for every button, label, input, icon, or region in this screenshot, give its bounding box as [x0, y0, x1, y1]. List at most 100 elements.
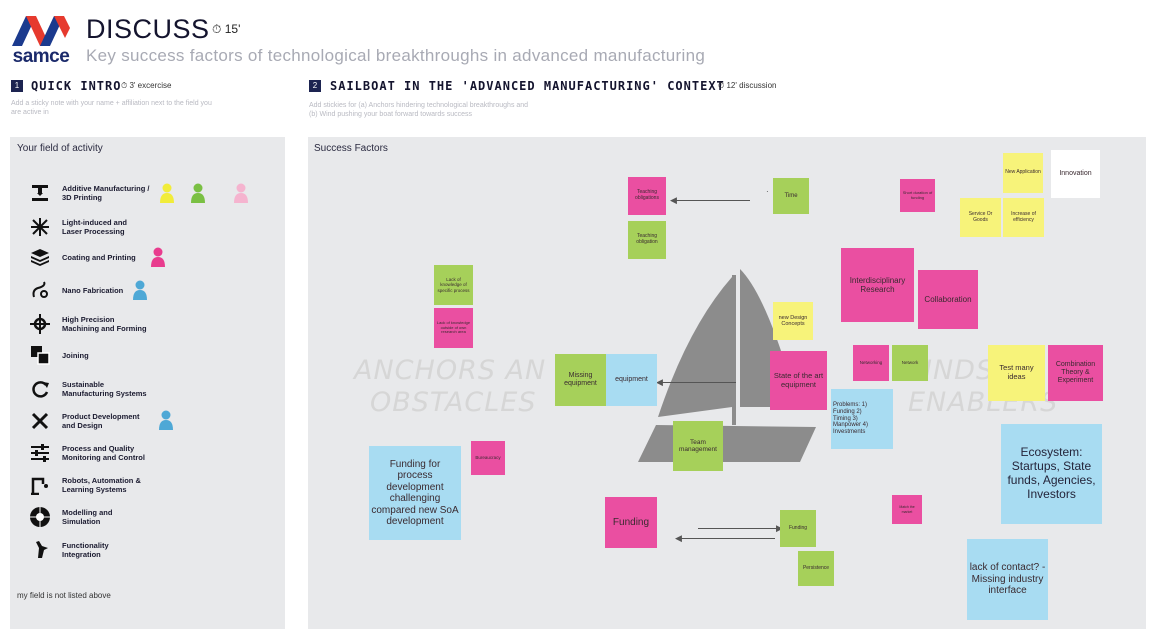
field-row-additive[interactable]: Additive Manufacturing /3D Printing: [28, 179, 278, 207]
note-networking[interactable]: Networking: [853, 345, 889, 381]
note-state-of-art-equipment[interactable]: State of the art equipment: [770, 351, 827, 410]
obstacles-watermark: OBSTACLES: [370, 387, 537, 418]
step-2-number: 2: [309, 80, 321, 92]
logo-text: samce: [12, 46, 70, 67]
note-lack-knowledge-process[interactable]: Lack of knowledge of specific process: [434, 265, 473, 305]
note-interdisciplinary-research[interactable]: Interdisciplinary Research: [841, 248, 914, 322]
person-marker-blue[interactable]: [133, 280, 147, 300]
note-new-design-concepts[interactable]: new Design Concepts: [773, 302, 813, 340]
note-lack-of-contact[interactable]: lack of contact? - Missing industry inte…: [967, 539, 1048, 620]
crosshair-icon: [28, 312, 52, 336]
field-label-2: Integration: [62, 550, 101, 559]
field-label-1: Product Development: [62, 412, 140, 421]
field-label-1: Light-induced and: [62, 218, 127, 227]
step-2-hint: Add stickies for (a) Anchors hindering t…: [309, 101, 629, 119]
globe-icon: [28, 505, 52, 529]
note-test-many-ideas[interactable]: Test many ideas: [988, 345, 1045, 401]
timer-icon: ⏱: [212, 22, 222, 36]
note-collaboration[interactable]: Collaboration: [918, 270, 978, 329]
person-marker-blue[interactable]: [159, 410, 173, 430]
note-funding-process-development[interactable]: Funding for process development challeng…: [369, 446, 461, 540]
field-label-2: and Design: [62, 421, 103, 430]
field-not-listed[interactable]: my field is not listed above: [17, 591, 111, 600]
field-label-2: 3D Printing: [62, 193, 103, 202]
person-marker-green[interactable]: [191, 183, 205, 203]
winds-watermark: INDS: [924, 355, 995, 386]
note-time[interactable]: Time: [773, 178, 809, 214]
arrow-head-left-icon: ◀: [670, 195, 677, 205]
timer-icon: ⏱: [718, 81, 725, 90]
tools-icon: [28, 409, 52, 433]
field-label-2: Manufacturing Systems: [62, 389, 147, 398]
3d-printer-icon: [28, 181, 52, 205]
arrow-line: [680, 538, 775, 539]
samce-logo: samce: [10, 12, 72, 70]
note-funding-big[interactable]: Funding: [605, 497, 657, 548]
arrow-head-left-icon: ◀: [675, 533, 682, 543]
note-increase-efficiency[interactable]: Increase of efficiency: [1003, 198, 1044, 237]
field-label-2: Monitoring and Control: [62, 453, 145, 462]
nano-icon: [28, 278, 52, 302]
step-2-hint-line2: (b) Wind pushing your boat forward towar…: [309, 111, 473, 118]
note-new-application[interactable]: New Application: [1003, 153, 1043, 193]
title-timer: ⏱ 15': [212, 22, 240, 37]
logo-mark-icon: [12, 16, 70, 46]
arrow-head-right-icon: ▶: [776, 523, 783, 534]
field-row-robots[interactable]: Robots, Automation &Learning Systems: [28, 471, 278, 499]
field-label-2: Simulation: [62, 517, 101, 526]
panel-title: Your field of activity: [17, 143, 103, 154]
note-teaching-obligations[interactable]: Teaching obligations: [628, 177, 666, 215]
robot-arm-icon: [28, 473, 52, 497]
sliders-icon: [28, 441, 52, 465]
note-funding-small[interactable]: Funding: [780, 510, 816, 547]
note-team-management[interactable]: Team management: [673, 421, 723, 471]
field-row-coating[interactable]: Coating and Printing: [28, 243, 278, 271]
note-service-goods[interactable]: Service Or Goods: [960, 198, 1001, 237]
success-factors-board: Success Factors ANCHORS AN OBSTACLES IND…: [308, 137, 1146, 629]
note-bureaucracy[interactable]: Bureaucracy: [471, 441, 505, 475]
note-match-market[interactable]: Match the market: [892, 495, 922, 524]
board-title: Success Factors: [314, 143, 388, 154]
laser-icon: [28, 215, 52, 239]
note-problems-list[interactable]: Problems: 1) Funding 2) Timing 3) Manpow…: [831, 389, 893, 449]
step-1-number: 1: [11, 80, 23, 92]
step-2-timer-value: 12' discussion: [726, 81, 777, 90]
field-label-1: Joining: [62, 350, 89, 360]
dot-marker: ·: [766, 187, 769, 196]
step-1-timer: ⏱ 3' excercise: [121, 81, 171, 91]
step-2-timer: ⏱ 12' discussion: [718, 81, 776, 91]
field-row-nano[interactable]: Nano Fabrication: [28, 276, 278, 304]
anchors-watermark: ANCHORS AN: [354, 355, 547, 386]
step-1-hint: Add a sticky note with your name + affil…: [11, 99, 271, 117]
step-1-hint-line1: Add a sticky note with your name + affil…: [11, 100, 212, 107]
note-teaching-obligation[interactable]: Teaching obligation: [628, 221, 666, 259]
field-label-2: Machining and Forming: [62, 324, 147, 333]
note-ecosystem[interactable]: Ecosystem: Startups, State funds, Agenci…: [1001, 424, 1102, 524]
field-label-1: Robots, Automation &: [62, 476, 141, 485]
note-short-duration-funding[interactable]: Short duration of funding: [900, 179, 935, 212]
note-missing-equipment[interactable]: Missing equipment: [555, 354, 606, 406]
field-label-1: Modelling and: [62, 508, 113, 517]
note-equipment[interactable]: equipment: [606, 354, 657, 406]
person-marker-light-pink[interactable]: [234, 183, 248, 203]
note-combination-theory[interactable]: Combination Theory & Experiment: [1048, 345, 1103, 401]
field-label-1: Coating and Printing: [62, 252, 136, 262]
arrow-line: [675, 200, 750, 201]
field-label-2: Laser Processing: [62, 227, 125, 236]
note-lack-knowledge-outside[interactable]: Lack of knowledge outside of own researc…: [434, 308, 473, 348]
person-marker-pink[interactable]: [151, 247, 165, 267]
note-innovation[interactable]: Innovation: [1051, 150, 1100, 198]
field-row-joining[interactable]: Joining: [28, 341, 278, 369]
note-network[interactable]: Network: [892, 345, 928, 381]
field-label-1: Additive Manufacturing /: [62, 184, 150, 193]
recycle-icon: [28, 377, 52, 401]
person-marker-yellow[interactable]: [160, 183, 174, 203]
note-persistence[interactable]: Persistence: [798, 551, 834, 586]
